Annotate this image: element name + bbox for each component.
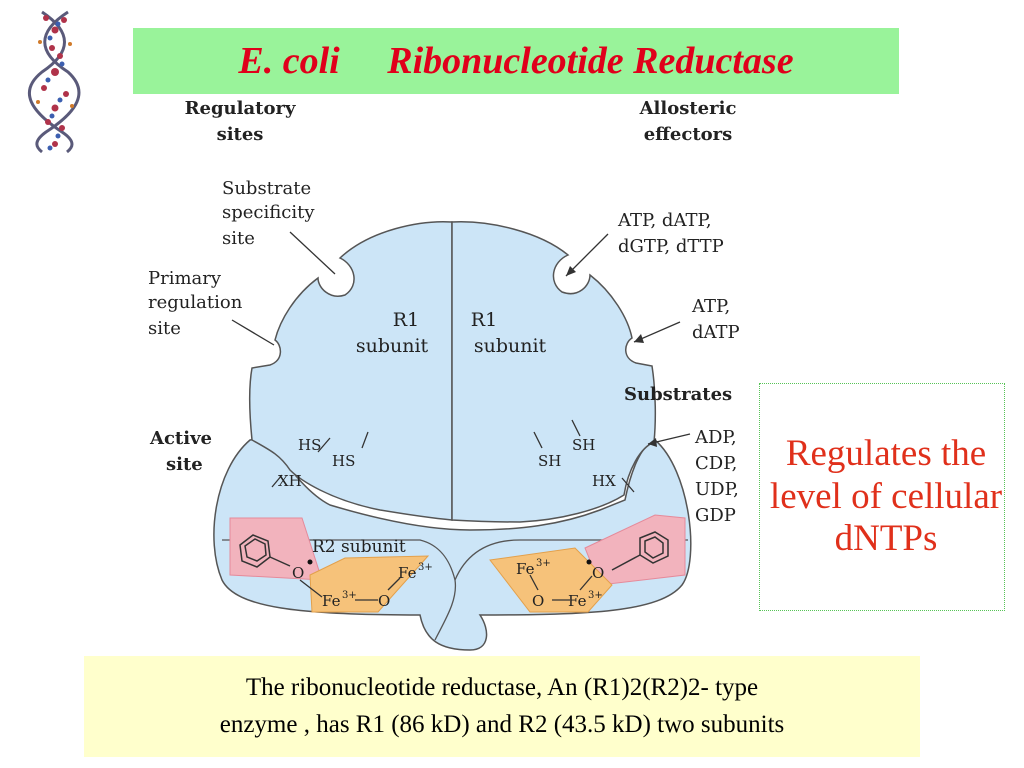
fe-right-bottom-charge: 3+ [588,590,603,601]
iron-right-box [489,547,613,613]
substrate-specificity-label-2: specificity [222,202,315,223]
hs-label-1: HS [298,436,321,454]
substrate-cdp: CDP, [695,453,737,474]
o-right-bridge-label: O [532,592,544,610]
fe-left-bottom-charge: 3+ [342,590,357,601]
r1-left-label-2: subunit [356,335,429,357]
note-box: Regulates the level of cellular dNTPs [759,383,1005,611]
hx-label: HX [592,472,616,490]
caption-box: The ribonucleotide reductase, An (R1)2(R… [84,656,920,757]
r2-subunit-label: R2 subunit [312,537,406,557]
effectors-primary-label-2: dATP [692,322,740,343]
fe-right-bottom-label: Fe [568,592,587,610]
regulatory-sites-label-2: sites [217,124,264,145]
caption-line-1: The ribonucleotide reductase, An (R1)2(R… [245,674,759,702]
substrate-udp: UDP, [695,479,739,500]
active-site-label-2: site [166,454,203,475]
phenyl-ring-left-icon [239,534,291,568]
title-organism: E. coli [238,40,340,82]
substrate-adp: ADP, [694,427,737,448]
o-right-label: O [592,564,604,582]
effectors-specificity-label-1: ATP, dATP, [617,210,712,231]
r1-right-label-1: R1 [471,309,497,331]
iron-left-box [309,555,430,613]
phenyl-ring-right-icon [611,531,669,571]
hs-label-2: HS [332,452,355,470]
o-left-bridge-label: O [378,592,390,610]
fe-left-top-label: Fe [398,564,417,582]
effectors-specificity-label-2: dGTP, dTTP [618,236,724,257]
fe-left-top-charge: 3+ [418,562,433,573]
sh-label-1: SH [538,452,561,470]
fe-left-bottom-label: Fe [322,592,341,610]
note-text: Regulates the level of cellular dNTPs [769,433,1003,560]
r1-right-shape [451,221,657,523]
primary-regulation-label-2: regulation [148,292,243,313]
fe-right-top-charge: 3+ [536,558,551,569]
xh-label: XH [278,472,302,490]
allosteric-effectors-label-2: effectors [644,124,733,145]
substrates-label: Substrates [624,384,732,405]
fe-right-top-label: Fe [516,560,535,578]
substrate-gdp: GDP [695,505,736,526]
active-site-label-1: Active [149,428,212,449]
r1-right-label-2: subunit [474,335,547,357]
caption-line-2: enzyme , has R1 (86 kD) and R2 (43.5 kD)… [219,710,785,738]
title-enzyme: Ribonucleotide Reductase [387,40,794,82]
title-bar: E. coli Ribonucleotide Reductase [133,28,899,94]
substrate-specificity-label-1: Substrate [222,178,311,199]
substrate-specificity-label-3: site [222,228,255,249]
sh-label-2: SH [572,436,595,454]
effectors-primary-label-1: ATP, [691,296,730,317]
primary-regulation-label-3: site [148,318,181,339]
r1-left-label-1: R1 [393,309,419,331]
regulatory-sites-label-1: Regulatory [185,98,296,119]
dna-helix-icon [28,10,81,154]
allosteric-effectors-label-1: Allosteric [639,98,737,119]
primary-regulation-label-1: Primary [148,268,222,289]
o-left-label: O [292,564,304,582]
r1-left-shape [248,221,453,521]
